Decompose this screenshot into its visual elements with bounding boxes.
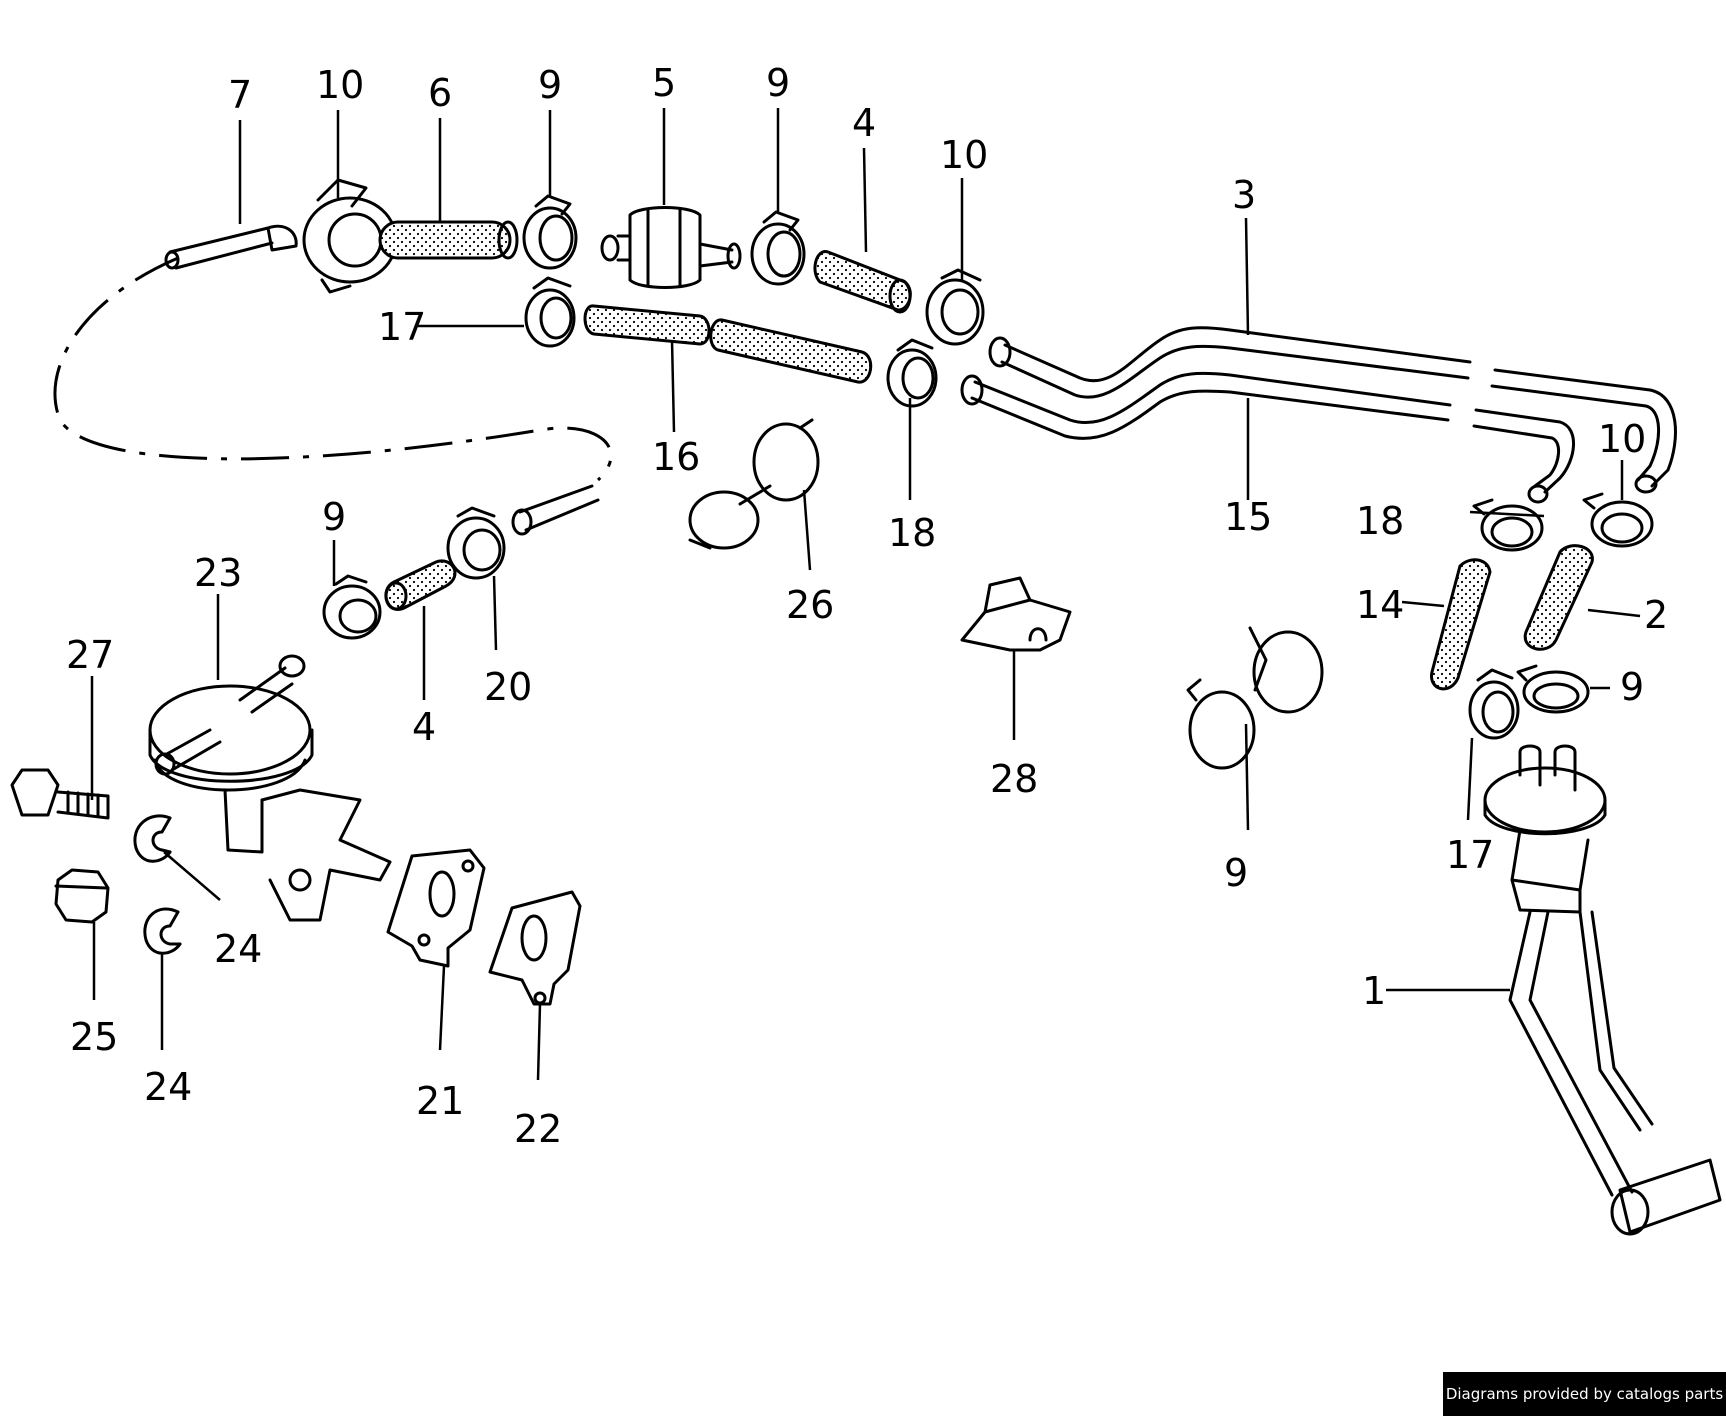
label-4-b: 4: [412, 705, 436, 749]
part-26-clamp[interactable]: [688, 418, 820, 550]
label-9-b: 9: [766, 61, 790, 105]
label-16: 16: [652, 435, 700, 479]
part-27-bracket[interactable]: [960, 576, 1072, 652]
part-9-clip[interactable]: [522, 194, 578, 270]
part-15-fuel-pipe[interactable]: [960, 371, 1575, 504]
label-24: 24: [214, 927, 262, 971]
part-25-nut[interactable]: [54, 868, 110, 924]
part-1-fuel-sender[interactable]: [1483, 744, 1722, 1236]
label-9-d: 9: [322, 495, 346, 539]
label-6: 6: [428, 71, 452, 115]
label-18-b: 18: [1356, 499, 1404, 543]
pipe-stub[interactable]: [511, 484, 600, 536]
part-10-clip-right[interactable]: [1582, 492, 1654, 548]
label-15: 15: [1224, 495, 1272, 539]
part-9-clip-right[interactable]: [1516, 664, 1590, 714]
label-10: 10: [316, 63, 364, 107]
leader-lines: [90, 108, 1641, 1081]
label-5: 5: [652, 61, 676, 105]
label-10-c: 10: [1598, 417, 1646, 461]
label-27: 28: [990, 757, 1038, 801]
label-7: 7: [228, 73, 252, 117]
label-28: 9: [1224, 851, 1248, 895]
label-4: 4: [852, 101, 876, 145]
label-9-c: 9: [1620, 665, 1644, 709]
label-23: 27: [66, 633, 114, 677]
part-20-fuel-pump[interactable]: [148, 654, 392, 922]
part-14-hose[interactable]: [1430, 558, 1492, 691]
credit-badge: Diagrams provided by catalogs parts: [1443, 1372, 1726, 1416]
label-17: 17: [378, 305, 426, 349]
label-3: 3: [1232, 173, 1256, 217]
label-17-b: 17: [1446, 833, 1494, 877]
routing-dash-loop: [53, 256, 613, 482]
part-9-clip-2[interactable]: [750, 210, 806, 286]
part-24-washer-2[interactable]: [143, 907, 182, 955]
part-16-hose[interactable]: [583, 304, 873, 384]
label-21: 21: [416, 1079, 464, 1123]
label-2: 2: [1644, 593, 1668, 637]
part-17-clip[interactable]: [524, 276, 576, 348]
label-9-e: 20: [484, 665, 532, 709]
part-6-hose[interactable]: [378, 220, 519, 260]
part-4-hose-lower[interactable]: [384, 559, 457, 611]
label-22: 22: [514, 1107, 562, 1151]
label-10-b: 10: [940, 133, 988, 177]
label-25: 25: [70, 1015, 118, 1059]
part-7-hose[interactable]: [164, 224, 298, 270]
part-22-gasket[interactable]: [488, 890, 582, 1006]
label-20: 23: [194, 551, 242, 595]
part-9-clip-lower[interactable]: [322, 574, 382, 640]
label-1: 1: [1362, 969, 1386, 1013]
part-3-fuel-pipe[interactable]: [988, 326, 1677, 494]
part-23-bolt[interactable]: [10, 768, 110, 820]
label-26: 26: [786, 583, 834, 627]
label-18: 18: [888, 511, 936, 555]
part-9-clip-lower-2[interactable]: [446, 506, 506, 580]
part-21-gasket[interactable]: [386, 848, 486, 968]
part-5-fuel-filter[interactable]: [600, 206, 742, 289]
part-17-clip-right[interactable]: [1468, 668, 1520, 740]
label-24-b: 24: [144, 1065, 192, 1109]
label-14: 14: [1356, 583, 1404, 627]
part-4-hose[interactable]: [813, 250, 912, 314]
label-9: 9: [538, 63, 562, 107]
part-18-clip-right[interactable]: [1472, 498, 1544, 552]
part-18-clip[interactable]: [886, 338, 938, 408]
part-28-clamp[interactable]: [1186, 626, 1324, 770]
part-10-clip-2[interactable]: [925, 268, 985, 346]
part-2-hose[interactable]: [1523, 544, 1594, 651]
part-24-washer[interactable]: [133, 814, 172, 863]
